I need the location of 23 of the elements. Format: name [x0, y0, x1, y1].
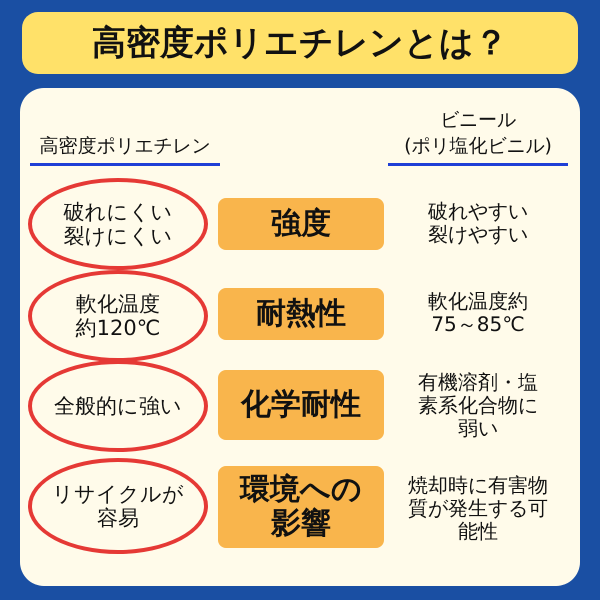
category-box [218, 370, 384, 440]
property-text: リサイクルが容易 [52, 482, 184, 530]
column-header: ビニール(ポリ塩化ビニル) [388, 110, 568, 166]
category-label: 強度 [270, 206, 332, 242]
category-box [218, 288, 384, 340]
comparison-text: 有機溶剤・塩素系化合物に弱い [417, 368, 539, 442]
comparison-text: 軟化温度約75～85℃ [427, 288, 529, 338]
category-label: 化学耐性 [240, 388, 362, 422]
comparison-text: 焼却時に有害物質が発生する可能性 [407, 472, 549, 544]
highlight-ellipse [28, 178, 208, 270]
highlight-ellipse [28, 270, 208, 362]
column-header: 高密度ポリエチレン [30, 110, 220, 166]
highlight-ellipse [28, 458, 208, 554]
category-label: 耐熱性 [255, 296, 347, 332]
property-text: 全般的に強い [53, 394, 183, 418]
category-label: 環境への影響 [238, 472, 363, 542]
property-text: 軟化温度約120℃ [74, 292, 162, 340]
category-box [218, 466, 384, 548]
category-box [218, 198, 384, 250]
highlight-ellipse [28, 360, 208, 452]
title-banner: 高密度ポリエチレンとは？ [22, 12, 578, 74]
property-text: 破れにくい裂けにくい [62, 200, 174, 248]
comparison-text: 破れやすい裂けやすい [427, 198, 529, 248]
